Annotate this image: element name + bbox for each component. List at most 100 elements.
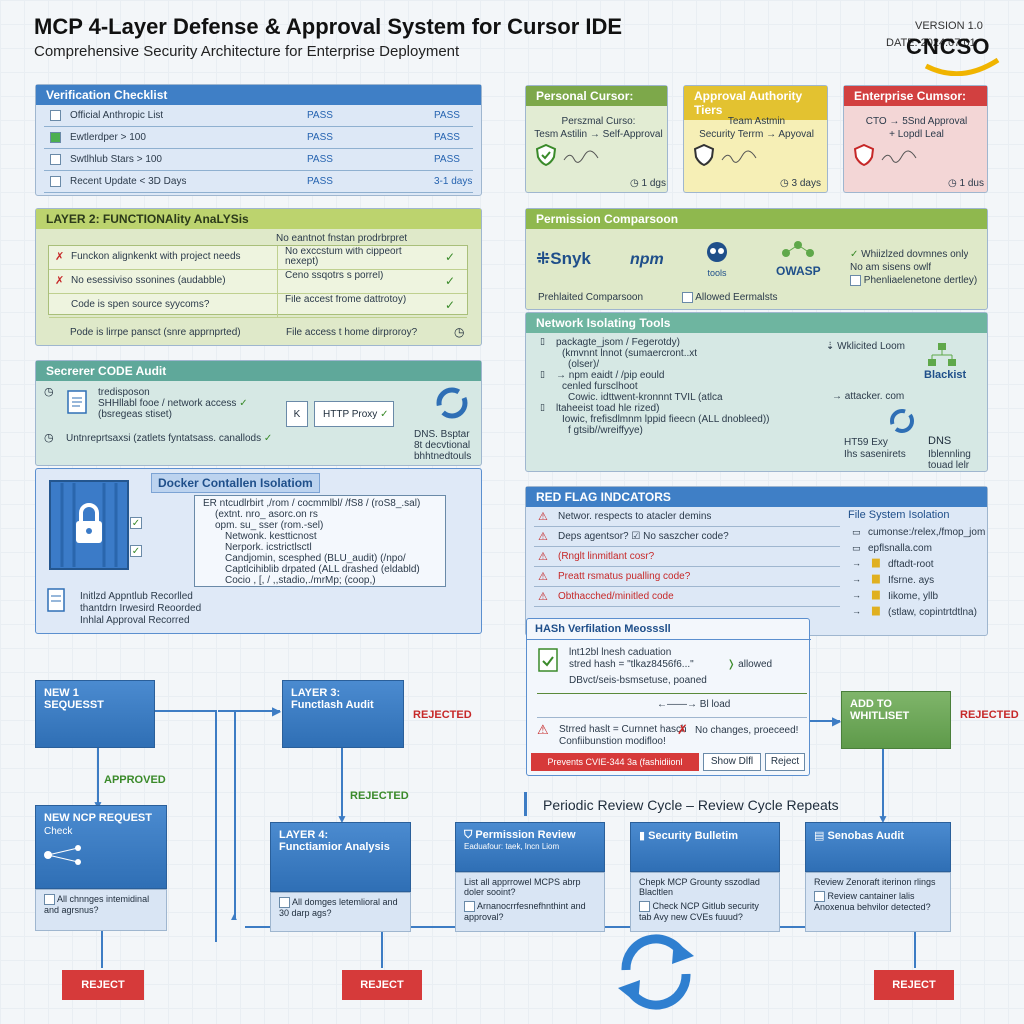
reject-button-2[interactable]: REJECT [342,970,422,1000]
arrow-right-icon: ▶ [272,704,282,718]
red-flag-text: Deps agentsor? ☑ No saszcher code? [558,531,729,542]
personal-tier-time-value: 1 dgs [641,178,666,189]
network-attacker: → attacker. com [832,391,904,402]
checkbox[interactable] [50,110,61,121]
approved-label: APPROVED [104,774,166,786]
checkbox[interactable] [279,897,290,909]
reject-button-1[interactable]: REJECT [62,970,144,1000]
file-system-item: →▆(stlaw, copintrtdtlna) [848,605,984,621]
new-request-box[interactable]: NEW 1 SEQUESST [35,680,155,748]
clipboard-icon: ▤ [814,830,825,842]
enterprise-tier-line2: + Lopdl Leal [889,129,944,140]
sync-circle-icon [890,409,914,433]
checklist-row-label: Swtlhlub Stars > 100 [70,154,162,165]
layer2-head: No eantnot fnstan prodrbrpret [276,233,408,244]
approval-tier-time: ◷ 3 days [780,178,821,189]
reject-button[interactable]: Reject [765,753,805,771]
red-flag-item: ⚠Deps agentsor? ☑ No saszcher code? [534,527,840,547]
add-whitelist-box[interactable]: ADD TO WHITLISET [841,691,951,749]
file-system-title: File System Isolation [848,509,950,521]
snyk-icon: ⁜ [536,249,551,268]
owasp-label: OWASP [776,264,821,278]
layer2-row-right: No exccstum with cippeort nexept) [285,247,402,267]
audit-dns2: 8t decvtional [414,440,471,451]
hash-allowed-text: allowed [738,659,773,670]
checkbox[interactable] [50,154,61,165]
hash-line8: No changes, proeceed! [695,725,799,736]
approval-tier-line1: Team Astmin [727,116,786,127]
checkbox[interactable] [682,292,693,303]
tools-label: tools [707,268,727,278]
arrow-right-icon: → [852,606,861,616]
approval-tier-title: Approval Authority Tiers [684,86,827,120]
container-lock-icon [49,480,129,570]
checkbox[interactable] [639,901,650,913]
arrow-right-icon: → [852,558,861,568]
sandbox-audit-note2: Review cantainer lalis Anoxenua behvilor… [814,891,931,913]
checkbox[interactable] [850,275,861,286]
flow-line [234,710,236,920]
permission-title: Permission Comparsoon [526,209,987,229]
docker-record2: thantdrn Irwesird Reoorded [80,603,202,614]
checklist-row-label: Ewtlerdper > 100 [70,132,146,143]
approval-tier-time-value: 3 days [791,178,821,189]
proxy-arrow-icon: K [286,401,308,427]
permission-panel: Permission Comparsoon ⁜Snyk npm tools OW… [525,208,988,310]
prevents-cve-button[interactable]: Prevents CVIE-344 3a (fashidiionl [531,753,699,771]
security-bulletin-card[interactable]: ▮ Security Bulletim Chepk MCP Grounty ss… [630,822,780,932]
clock-icon: ◷ [454,325,465,339]
permission-w3: Phenliaelenetone dertley) [850,275,977,286]
x-icon: ✗ [55,275,65,287]
enterprise-tier-time: ◷ 1 dus [948,178,984,189]
blacklist-label: Blackist [924,369,967,381]
check-icon: ✓ [445,298,456,312]
logo-text: CNCSO [906,34,991,59]
clock-icon: ◷ [44,386,54,398]
cycle-refresh-icon [618,934,694,1010]
checkbox-checked[interactable] [50,132,61,143]
file-system-item: ▭cumonse:/relex,/fmop_jom [848,525,985,541]
checkbox[interactable] [50,176,61,187]
checkbox-checked[interactable]: ✓ [130,545,142,557]
docker-config-line: (extnt. nro_ asorc.on rs [215,509,318,520]
clock-icon: ◷ [948,178,957,189]
checkbox-checked[interactable]: ✓ [130,517,142,529]
audit-line2-text: SHHllabl fooe / network access [98,398,237,409]
docker-title: Docker Contallen Isolatiom [151,473,320,493]
shield-icon: ⛉ [464,829,473,841]
flow-line [215,710,217,942]
personal-tier-line2: Tesm Astilin → Self-Approval [534,129,663,140]
red-flag-text: Networ. respects to atacler demins [558,511,712,522]
checkbox[interactable] [464,901,475,913]
file-system-text: (stlaw, copintrtdtlna) [888,607,977,618]
sandbox-audit-card[interactable]: ▤ Senobas Audit Review Zenoraft iterinon… [805,822,951,932]
add-whitelist-label-a: ADD TO [850,698,892,710]
check-icon: ✓ [380,409,389,420]
warning-icon: ⚠ [538,571,548,583]
file-system-text: epflsnalla.com [868,543,932,554]
snyk-label: Snyk [550,249,591,268]
reject-button-3[interactable]: REJECT [874,970,954,1000]
checkbox[interactable] [44,894,55,906]
sync-circle-icon [436,387,468,419]
checklist-row-status1: PASS [307,154,333,165]
arrow-down-icon: ▼ [877,812,889,826]
bulletin-icon: ▮ [639,830,646,842]
folder-icon: ▆ [872,557,880,568]
enterprise-tier-card: Enterprise Cumsor: CTO → 5Snd Approval +… [843,85,988,193]
permission-review-card[interactable]: ⛉ Permission Review Eaduafour: taek, lnc… [455,822,605,932]
permission-review-note1: List all apprrowel MCPS abrp doler sooin… [464,877,581,897]
layer2-foot-right: File access t home dirproroy? [286,327,418,338]
layer3-box[interactable]: LAYER 3: Functlash Audit [282,680,404,748]
checkbox[interactable] [814,891,825,903]
approval-tier-card: Approval Authority Tiers Team Astmin Sec… [683,85,828,193]
show-diff-button[interactable]: Show Dlfl [703,753,761,771]
hash-panel: HASh Verfilation Meosssll lnt12bl lnesh … [526,618,811,776]
layer2-row-left: Funckon alignkenkt with project needs [71,251,241,262]
audit-line3: (bsregeas stiset) [98,409,172,420]
clock-icon: ◷ [630,178,639,189]
permission-review-note2: Arnanocrrfesnefhnthint and approval? [464,901,586,923]
layer4-card[interactable]: LAYER 4: Functiamior Analysis All domges… [270,822,411,932]
ncp-request-card[interactable]: NEW NCP REQUEST Check All chnnges intemi… [35,805,167,931]
